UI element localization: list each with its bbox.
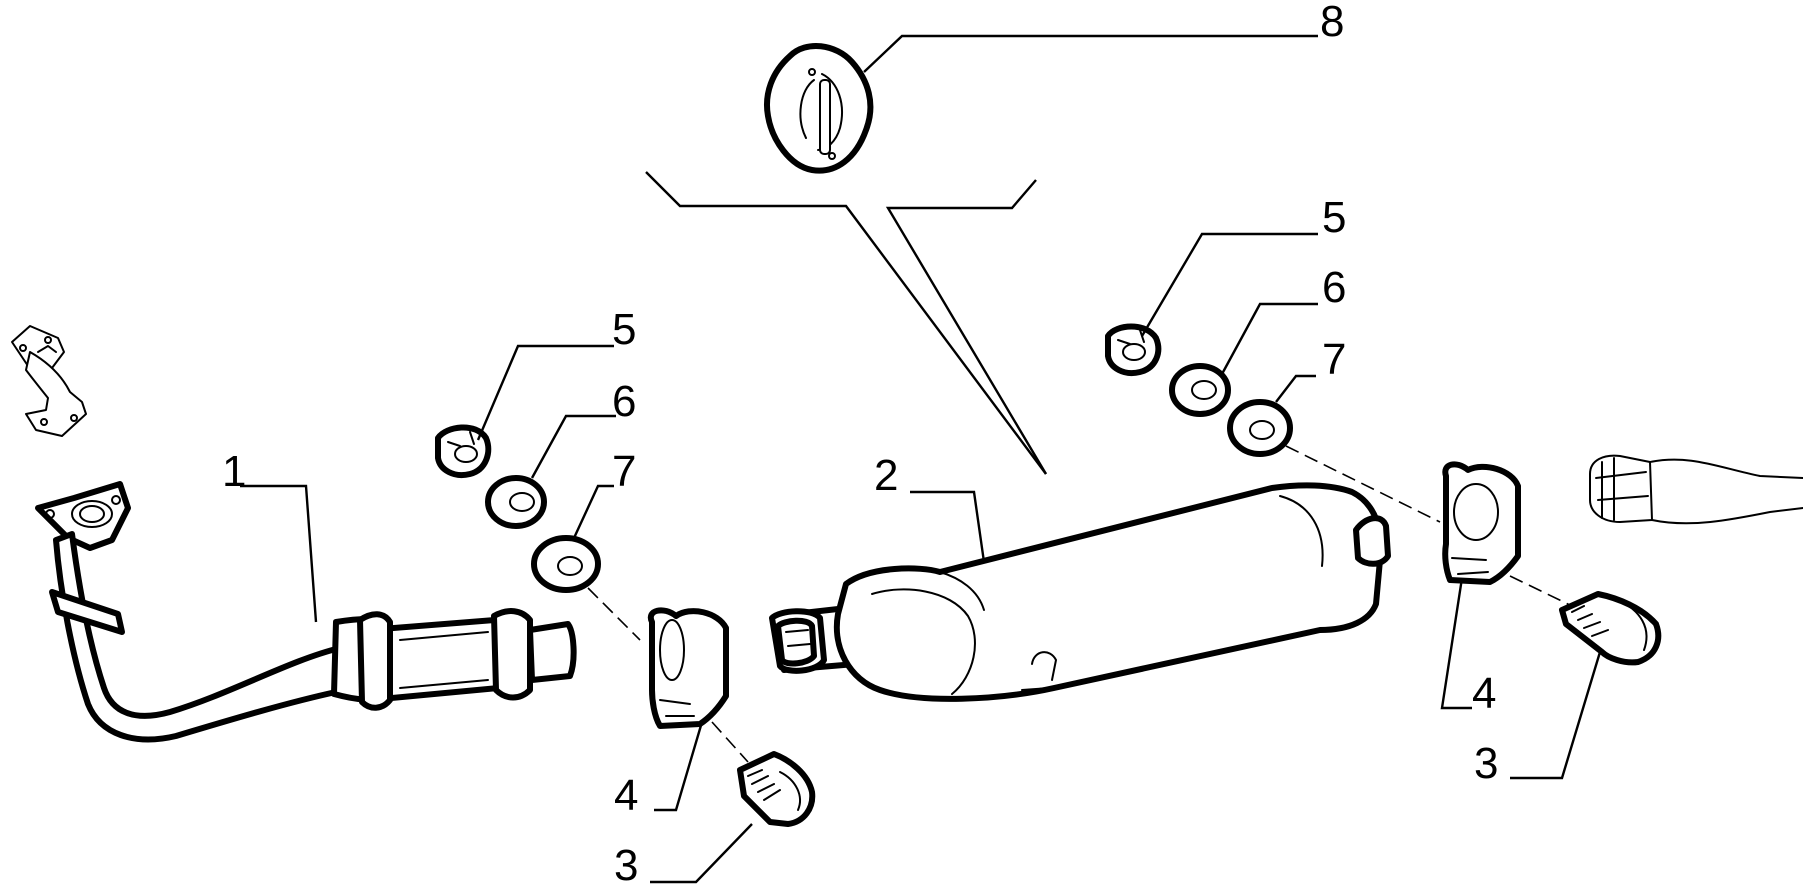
spring-washer-right [1169, 363, 1231, 417]
washer-right [1227, 399, 1293, 457]
nut-left [435, 424, 492, 478]
callout-4-left: 4 [614, 771, 638, 820]
bolt-left [737, 751, 816, 827]
mounting-bracket-left [647, 607, 729, 729]
spring-washer-left [485, 475, 547, 529]
callout-3-left: 3 [614, 841, 638, 886]
callout-6-left: 6 [612, 377, 636, 426]
callout-4-right: 4 [1472, 669, 1496, 718]
rubber-hanger [764, 42, 874, 174]
washer-left [531, 535, 601, 593]
leader-lines [240, 34, 1602, 884]
callout-5-right: 5 [1322, 193, 1346, 242]
callout-7-right: 7 [1322, 335, 1346, 384]
callout-8: 8 [1320, 0, 1344, 46]
front-exhaust-pipe [35, 481, 577, 743]
callout-7-left: 7 [612, 447, 636, 496]
callout-1: 1 [222, 447, 246, 496]
manifold-connector [11, 325, 87, 437]
mounting-bracket-right [1442, 461, 1521, 585]
rear-silencer [769, 482, 1391, 702]
callout-6-right: 6 [1322, 263, 1346, 312]
tail-pipe [1589, 454, 1803, 525]
callout-labels: 8 2 1 5 6 7 4 3 5 6 7 4 3 [222, 0, 1498, 886]
callout-5-left: 5 [612, 305, 636, 354]
callout-2: 2 [874, 451, 898, 500]
bolt-right [1559, 591, 1662, 666]
callout-3-right: 3 [1474, 739, 1498, 788]
nut-right [1105, 323, 1162, 376]
